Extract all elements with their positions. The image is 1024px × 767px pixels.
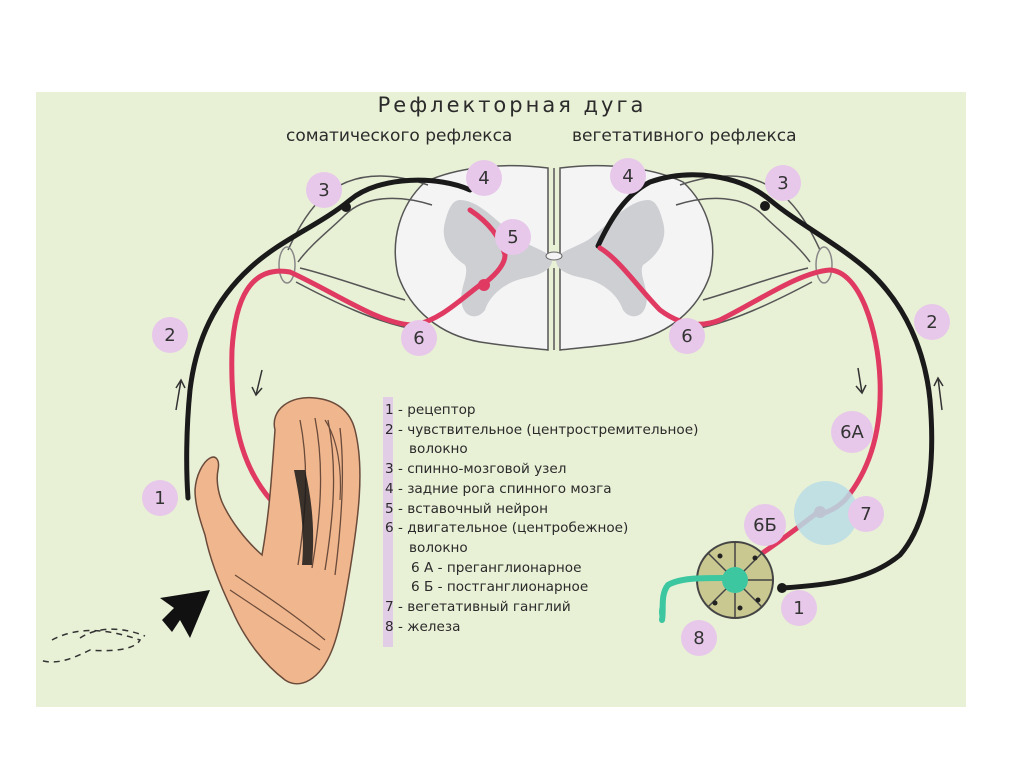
direction-arrow-icons [175, 367, 944, 411]
label-5: 5 [495, 219, 531, 255]
subtitle-vegetative: вегетативного рефлекса [572, 126, 797, 146]
label-6-left: 6 [401, 320, 437, 356]
legend-item: 8 - железа [385, 618, 461, 635]
label-1-right: 1 [781, 590, 817, 626]
gland [659, 541, 774, 623]
label-2-right: 2 [914, 304, 950, 340]
legend-item: 2 - чувствительное (центростремительное) [385, 421, 699, 438]
legend-item: 3 - спинно-мозговой узел [385, 461, 567, 478]
label-4-left: 4 [466, 160, 502, 196]
label-3-left: 3 [306, 172, 342, 208]
legend-item: 6 - двигательное (центробежное) [385, 520, 629, 537]
ganglion-node-left [341, 202, 351, 212]
label-2-left: 2 [152, 317, 188, 353]
vegetative-ganglion [794, 481, 858, 545]
legend-item: 7 - вегетативный ганглий [385, 599, 571, 616]
arm-illustration [39, 396, 361, 685]
label-7: 7 [848, 496, 884, 532]
legend-item: волокно [409, 441, 468, 458]
subtitle-somatic: соматического рефлекса [286, 126, 513, 146]
sensory-fiber-right [595, 172, 935, 591]
label-6a: 6А [831, 411, 873, 453]
legend-item: волокно [409, 539, 468, 556]
legend-item: 1 - рецептор [385, 402, 476, 418]
legend-item: 6 А - преганглионарное [411, 559, 582, 576]
legend-item: 4 - задние рога спинного мозга [385, 480, 612, 497]
label-6-right: 6 [669, 318, 705, 354]
label-3-right: 3 [765, 165, 801, 201]
label-1-left: 1 [142, 480, 178, 516]
label-6b: 6Б [744, 504, 786, 546]
sensory-fiber-left [184, 177, 473, 501]
spinal-cord [394, 164, 714, 351]
legend-item: 6 Б - постганглионарное [411, 579, 589, 596]
synapse-left [478, 279, 490, 291]
label-8: 8 [681, 620, 717, 656]
legend-list: 1 - рецептор 2 - чувствительное (центрос… [385, 401, 698, 637]
label-4-right: 4 [610, 158, 646, 194]
receptor-node-right [777, 583, 787, 593]
stimulus-arrow-icon [160, 590, 210, 638]
legend-item: 5 - вставочный нейрон [385, 500, 548, 517]
ganglion-node-right [760, 201, 770, 211]
legend-bar [383, 397, 393, 647]
diagram-title: Рефлекторная дуга [377, 93, 647, 117]
